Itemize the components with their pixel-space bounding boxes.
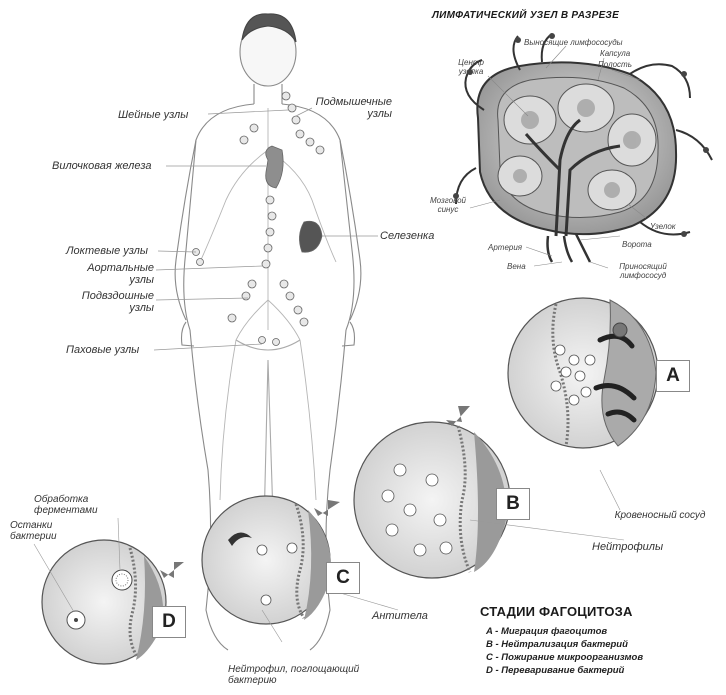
label-afferent: Приносящий лимфососуд — [610, 262, 676, 280]
legend-item-d: D - Переваривание бактерий — [480, 664, 643, 677]
organs — [193, 92, 325, 346]
label-thymus: Вилочковая железа — [52, 160, 151, 172]
label-capsule: Капсула — [600, 49, 630, 58]
label-neutrophil-absorbing: Нейтрофил, поглощающий бактерию — [228, 664, 408, 686]
label-aortic-nodes: Аортальные узлы — [78, 262, 154, 286]
label-cervical-nodes: Шейные узлы — [118, 109, 188, 121]
legend-item-c: C - Пожирание микроорганизмов — [480, 651, 643, 664]
label-neutrophils: Нейтрофилы — [592, 541, 663, 553]
neck — [254, 84, 282, 104]
stage-a-circle — [508, 298, 658, 448]
stage-letter-a: A — [656, 360, 690, 392]
label-cavity: Полость — [598, 60, 632, 69]
hilum-vessels — [548, 234, 591, 262]
label-bacteria-remains: Останки бактерии — [10, 520, 72, 542]
legend-item-b: B - Нейтрализация бактерий — [480, 638, 643, 651]
lymph-node-section — [453, 33, 712, 268]
label-enzyme-processing: Обработка ферментами — [34, 494, 114, 516]
label-efferent: Выносящие лимфососуды — [524, 38, 623, 47]
label-blood-vessel: Кровеносный сосуд — [612, 510, 708, 521]
stage-c-circle — [202, 496, 331, 624]
label-medullary-sinus: Мозговой синус — [426, 196, 470, 214]
phagocytosis-legend: СТАДИИ ФАГОЦИТОЗА A - Миграция фагоцитов… — [480, 604, 643, 677]
label-artery: Артерия — [488, 243, 522, 252]
stage-letter-b: B — [496, 488, 530, 520]
label-nodule: Узелок — [650, 222, 676, 231]
legend-title: СТАДИИ ФАГОЦИТОЗА — [480, 604, 643, 619]
label-vein: Вена — [507, 262, 526, 271]
label-antibodies: Антитела — [372, 610, 428, 622]
label-inguinal-nodes: Паховые узлы — [66, 344, 139, 356]
lymph-nodes — [193, 92, 325, 346]
stage-letter-d: D — [152, 606, 186, 638]
stage-b-circle — [354, 422, 510, 578]
node-section-title: ЛИМФАТИЧЕСКИЙ УЗЕЛ В РАЗРЕЗЕ — [432, 10, 619, 21]
spleen-shape — [299, 221, 322, 252]
stage-d-circle — [42, 540, 166, 664]
label-center: Центр узелка — [452, 58, 490, 76]
label-spleen: Селезенка — [380, 230, 434, 242]
label-gate: Ворота — [622, 240, 652, 249]
legend-item-a: A - Миграция фагоцитов — [480, 625, 643, 638]
label-iliac-nodes: Подвздошные узлы — [68, 290, 154, 314]
thymus-shape — [266, 146, 283, 188]
stage-letter-c: C — [326, 562, 360, 594]
label-elbow-nodes: Локтевые узлы — [66, 245, 148, 257]
label-axillary-nodes: Подмышечные узлы — [314, 96, 392, 120]
